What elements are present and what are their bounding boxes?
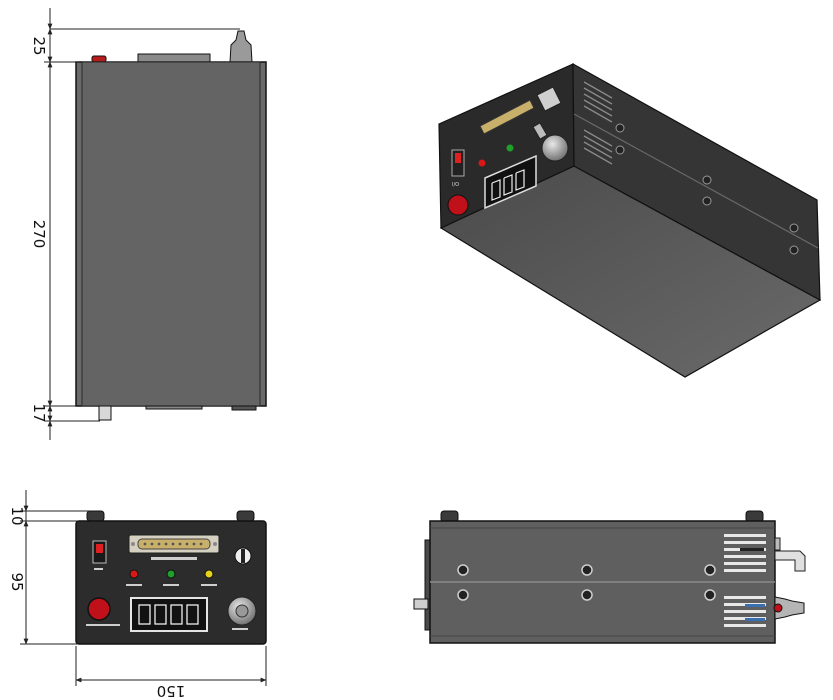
side-right-bracket [774, 550, 806, 572]
bottom-foot-right [231, 405, 257, 411]
dim-top-offset: 25 [30, 36, 48, 55]
side-vents [724, 534, 766, 627]
dim-front-offset: 10 [8, 506, 26, 525]
led-red [129, 569, 139, 579]
red-push-button-icon [87, 597, 111, 621]
front-view-dimensions: 10 95 150 [8, 490, 267, 700]
front-foot-left [86, 510, 105, 522]
top-connector-plate [137, 53, 211, 63]
iso-side-vents [583, 81, 613, 165]
top-view-inner-panel [81, 61, 261, 407]
bottom-port [98, 405, 112, 421]
dim-body-length: 270 [30, 220, 48, 249]
iso-display [484, 154, 537, 210]
side-left-port [413, 598, 429, 610]
svg-text:I/O: I/O [452, 182, 459, 188]
top-view [75, 30, 267, 421]
iso-emergency-button [447, 194, 469, 216]
side-view [413, 510, 806, 644]
isometric-view: I/O [438, 62, 822, 378]
side-screws [457, 564, 716, 601]
top-red-indicator [91, 55, 107, 63]
iso-side-face [572, 62, 821, 302]
iso-db-connector [479, 99, 535, 135]
iso-knob [541, 134, 569, 162]
front-view [75, 510, 267, 645]
iso-side-screws [615, 123, 799, 255]
bottom-foot [145, 405, 203, 410]
led-yellow [204, 569, 214, 579]
top-fiber-port [229, 30, 253, 63]
dim-bottom-offset: 17 [30, 403, 48, 422]
top-view-dimensions: 25 270 17 [30, 8, 240, 440]
front-foot-right [236, 510, 255, 522]
side-fiber-port [774, 596, 805, 620]
iso-side-seam [573, 113, 819, 249]
seven-segment-display [130, 597, 208, 632]
iso-top-bracket [536, 86, 562, 112]
dim-front-width: 150 [157, 682, 186, 700]
led-green [166, 569, 176, 579]
dim-front-height: 95 [8, 572, 26, 591]
